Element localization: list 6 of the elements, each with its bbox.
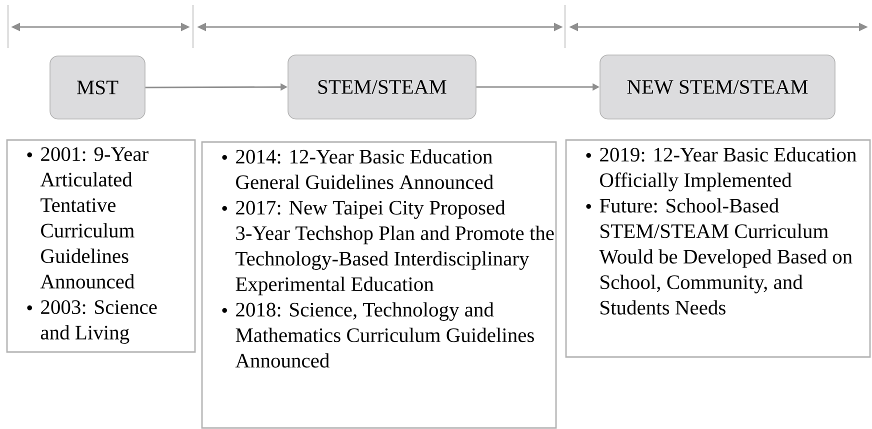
event-list-box: 2001: 9-Year Articulated Tentative Curriculum Guidelines Announced 2003: Science and Living xyxy=(6,139,196,353)
phase-box: MST xyxy=(50,56,146,120)
event-list-box: 2014: 12-Year Basic Education General Guidelines Announced 2017: New Taipei City Proposed 3-Year Techshop Plan and Promote the Technology-Based Interdisciplinary Experimental Education 2018: Science, Technology and Mathematics Curriculum Guidelines Announced xyxy=(201,141,557,429)
phase-box: NEW STEM/STEAM xyxy=(600,54,836,120)
phase-box: STEM/STEAM xyxy=(288,54,476,120)
event-list-box: 2019: 12-Year Basic Education Officially Implemented Future: School-Based STEM/STEAM Curriculum Would be Developed Based on School, Community, and Students Needs xyxy=(565,139,871,358)
